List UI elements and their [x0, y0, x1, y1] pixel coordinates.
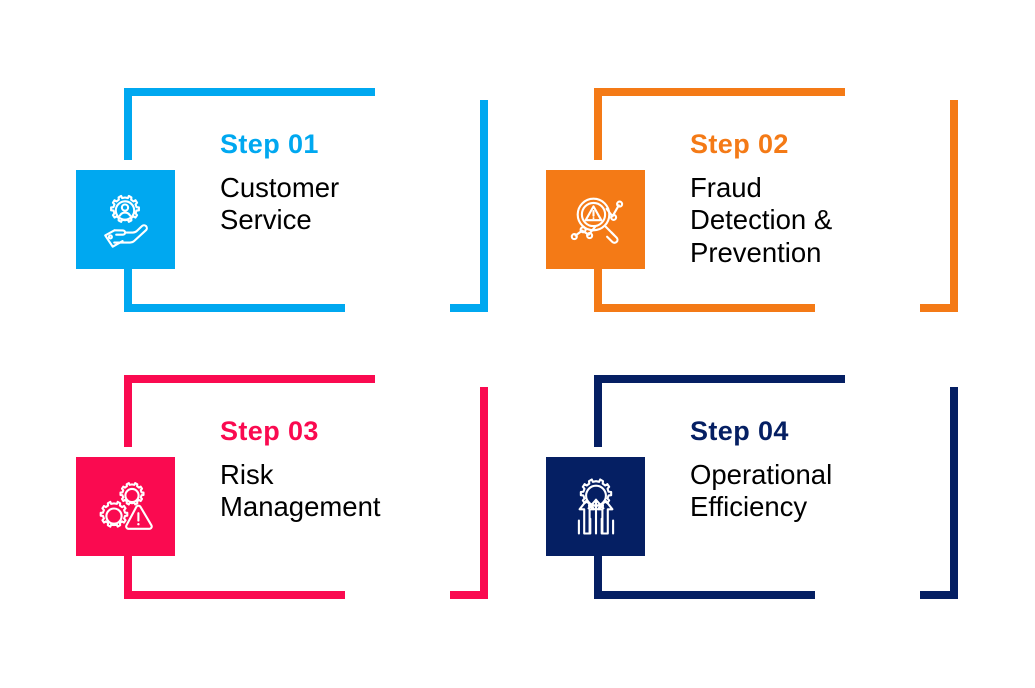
- bracket-top-stub: [124, 375, 132, 447]
- gear-upward-arrows-icon: [546, 457, 645, 556]
- step-title-line: Fraud: [690, 172, 762, 203]
- closing-bracket-foot: [450, 304, 488, 312]
- closing-bracket-vertical: [950, 100, 958, 312]
- bracket-bottom-bar: [594, 304, 815, 312]
- bracket-top-bar: [594, 88, 845, 96]
- step-closing-bracket: [912, 387, 958, 599]
- closing-bracket-vertical: [480, 387, 488, 599]
- step-title-line: Risk: [220, 459, 274, 490]
- step-title-line: Efficiency: [690, 491, 808, 523]
- closing-bracket-vertical: [950, 387, 958, 599]
- closing-bracket-foot: [920, 304, 958, 312]
- step-title-line: Service: [220, 204, 312, 236]
- step-title-line: Operational: [690, 459, 833, 490]
- magnifier-warning-chart-icon: [546, 170, 645, 269]
- closing-bracket-foot: [920, 591, 958, 599]
- step-title-line: Customer: [220, 172, 340, 203]
- step-title-line: Detection &: [690, 204, 833, 236]
- step-number-label: Step 04: [690, 416, 789, 446]
- step-title-line: Prevention: [690, 236, 822, 268]
- step-title-line: Management: [220, 491, 381, 523]
- bracket-top-bar: [124, 88, 375, 96]
- gears-warning-triangle-icon: [76, 457, 175, 556]
- bracket-bottom-bar: [124, 591, 345, 599]
- step-closing-bracket: [442, 387, 488, 599]
- step-number-label: Step 02: [690, 129, 789, 159]
- step-number-label: Step 03: [220, 416, 319, 446]
- hand-holding-gear-user-icon: [76, 170, 175, 269]
- step-closing-bracket: [912, 100, 958, 312]
- closing-bracket-vertical: [480, 100, 488, 312]
- bracket-top-stub: [124, 88, 132, 160]
- bracket-bottom-bar: [124, 304, 345, 312]
- bracket-top-stub: [594, 375, 602, 447]
- bracket-bottom-bar: [594, 591, 815, 599]
- bracket-top-bar: [124, 375, 375, 383]
- bracket-top-stub: [594, 88, 602, 160]
- bracket-top-bar: [594, 375, 845, 383]
- closing-bracket-foot: [450, 591, 488, 599]
- step-number-label: Step 01: [220, 129, 319, 159]
- step-closing-bracket: [442, 100, 488, 312]
